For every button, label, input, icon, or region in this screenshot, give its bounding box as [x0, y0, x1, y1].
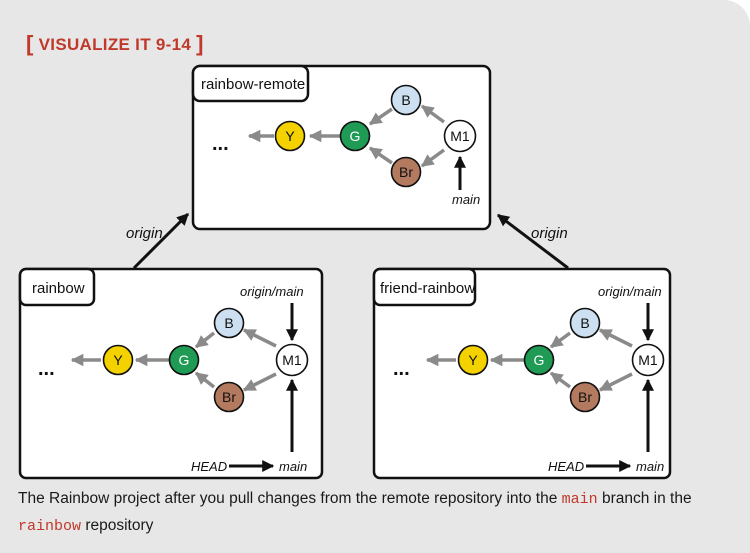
- remote-commit-b-label: B: [401, 92, 410, 108]
- local-commit-br-label: Br: [222, 389, 236, 405]
- figure-caption: The Rainbow project after you pull chang…: [18, 486, 738, 540]
- remote-commit-g: [339, 120, 371, 152]
- local-main-label: main: [279, 459, 307, 474]
- friend-repository-name: friend-rainbow: [380, 280, 475, 297]
- remote-arrow-m1-to-b: [420, 104, 446, 124]
- local-commit-b: [213, 307, 245, 339]
- local-head-label: HEAD: [191, 459, 227, 474]
- local-commit-m1-label: M1: [282, 352, 302, 368]
- remote-commit-b: [390, 84, 422, 116]
- friend-main-label: main: [636, 459, 664, 474]
- local-repository-box: [18, 267, 324, 480]
- friend-commit-m1-label: M1: [638, 352, 658, 368]
- remote-commit-y-label: Y: [285, 128, 295, 144]
- caption-code-main: main: [561, 491, 598, 508]
- origin-label-left: origin: [126, 225, 163, 242]
- caption-code-rainbow: rainbow: [18, 518, 82, 535]
- caption-text-2: branch in the: [597, 490, 692, 507]
- friend-ellipsis: ...: [393, 358, 410, 380]
- remote-repository: rainbow-remote ... main Y G B Br M1: [191, 64, 492, 231]
- friend-commit-g: [523, 344, 555, 376]
- local-commit-b-label: B: [224, 315, 233, 331]
- local-commit-g-label: G: [179, 352, 190, 368]
- friend-commit-b-label: B: [580, 315, 589, 331]
- figure-heading: [ VISUALIZE IT 9-14 ]: [26, 30, 204, 56]
- remote-commit-m1: [443, 119, 477, 153]
- remote-commit-br: [390, 156, 422, 188]
- local-commit-y-label: Y: [113, 352, 123, 368]
- local-ellipsis: ...: [38, 358, 55, 380]
- origin-label-right: origin: [531, 225, 568, 242]
- friend-arrow-b-to-g: [549, 331, 572, 349]
- remote-repository-name: rainbow-remote: [201, 76, 305, 93]
- friend-commit-br-label: Br: [578, 389, 592, 405]
- origin-connector-right: [497, 213, 569, 270]
- friend-head-label: HEAD: [548, 459, 584, 474]
- local-arrow-m1-to-b: [242, 328, 277, 348]
- heading-bracket-close: ]: [196, 31, 204, 56]
- local-arrow-b-to-g: [194, 331, 216, 349]
- local-origin-main-label: origin/main: [240, 284, 304, 299]
- local-commit-br: [213, 381, 245, 413]
- local-commit-g: [168, 344, 200, 376]
- local-arrow-br-to-g: [194, 371, 216, 389]
- remote-commit-g-label: G: [350, 128, 361, 144]
- local-repository-name: rainbow: [32, 280, 85, 297]
- heading-title: VISUALIZE IT 9-14: [38, 35, 192, 54]
- local-repository: rainbow ... origin/main HEAD main Y G B …: [18, 267, 324, 480]
- remote-main-label: main: [452, 192, 480, 207]
- friend-commit-br: [569, 381, 601, 413]
- friend-commit-g-label: G: [534, 352, 545, 368]
- heading-bracket-open: [: [26, 31, 34, 56]
- friend-arrow-m1-to-br: [598, 372, 633, 392]
- remote-commit-br-label: Br: [399, 164, 413, 180]
- friend-commit-y-label: Y: [468, 352, 478, 368]
- friend-commit-y: [457, 344, 489, 376]
- caption-text-3: repository: [81, 517, 154, 534]
- remote-arrow-m1-to-br: [420, 148, 446, 168]
- remote-repository-tab: [191, 64, 310, 103]
- remote-commit-y: [274, 120, 306, 152]
- friend-commit-m1: [631, 343, 665, 377]
- caption-text-1: The Rainbow project after you pull chang…: [18, 490, 562, 507]
- friend-repository: friend-rainbow ... origin/main HEAD main…: [372, 267, 672, 480]
- friend-arrow-m1-to-b: [598, 328, 633, 348]
- friend-commit-b: [569, 307, 601, 339]
- remote-arrow-b-to-g: [368, 107, 393, 126]
- remote-arrow-br-to-g: [368, 146, 393, 165]
- local-commit-y: [102, 344, 134, 376]
- local-commit-m1: [275, 343, 309, 377]
- origin-connector-left: [132, 212, 190, 270]
- friend-arrow-br-to-g: [549, 371, 572, 389]
- friend-repository-tab: [372, 267, 477, 307]
- remote-ellipsis: ...: [212, 133, 229, 155]
- local-arrow-m1-to-br: [242, 372, 277, 392]
- local-repository-tab: [18, 267, 96, 307]
- friend-origin-main-label: origin/main: [598, 284, 662, 299]
- remote-commit-m1-label: M1: [450, 128, 470, 144]
